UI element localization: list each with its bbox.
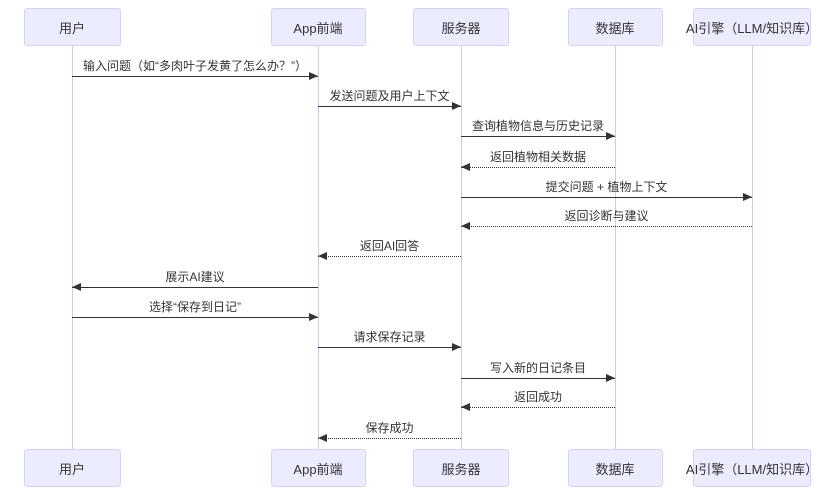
message-label: 发送问题及用户上下文 — [329, 89, 450, 103]
message-line-database-to-server — [461, 167, 615, 168]
actor-bottom-app-frontend: App前端 — [270, 449, 366, 487]
message-arrowhead-user — [72, 283, 81, 291]
message-label: 保存成功 — [365, 421, 414, 435]
message-label: 返回AI回答 — [359, 239, 420, 253]
actor-top-app-frontend: App前端 — [270, 8, 366, 46]
actor-bottom-ai-engine: AI引擎（LLM/知识库） — [686, 449, 818, 487]
actor-top-database: 数据库 — [567, 8, 663, 46]
message-arrowhead-server — [461, 163, 470, 171]
message-arrowhead-app-frontend — [318, 434, 327, 442]
message-line-server-to-ai-engine — [461, 197, 752, 198]
actor-label-ai-engine: AI引擎（LLM/知识库） — [685, 461, 819, 477]
actor-label-user: 用户 — [58, 20, 85, 36]
message-line-user-to-app-frontend — [72, 317, 318, 318]
message-arrowhead-server — [452, 343, 461, 351]
lifeline-database — [614, 46, 616, 449]
actor-bottom-database: 数据库 — [567, 449, 663, 487]
lifeline-user — [71, 46, 73, 449]
message-arrowhead-server — [461, 222, 470, 230]
actor-label-server: 服务器 — [441, 461, 481, 477]
message-arrowhead-app-frontend — [318, 252, 327, 260]
actor-top-server: 服务器 — [413, 8, 509, 46]
message-line-server-to-app-frontend — [318, 256, 461, 257]
message-arrowhead-database — [606, 132, 615, 140]
message-arrowhead-server — [452, 102, 461, 110]
actor-label-server: 服务器 — [441, 20, 481, 36]
lifeline-server — [460, 46, 462, 449]
message-line-app-frontend-to-user — [72, 287, 318, 288]
message-label: 写入新的日记条目 — [489, 361, 587, 375]
actor-label-database: 数据库 — [595, 20, 635, 36]
message-line-app-frontend-to-server — [318, 106, 461, 107]
message-label: 选择“保存到日记” — [149, 300, 241, 314]
message-line-database-to-server — [461, 407, 615, 408]
lifeline-ai-engine — [751, 46, 753, 449]
actor-bottom-user: 用户 — [23, 449, 121, 487]
actor-label-app-frontend: App前端 — [293, 20, 343, 36]
message-arrowhead-app-frontend — [309, 72, 318, 80]
actor-top-ai-engine: AI引擎（LLM/知识库） — [686, 8, 818, 46]
message-label: 输入问题（如“多肉叶子发黄了怎么办？”） — [83, 59, 307, 73]
message-line-app-frontend-to-server — [318, 347, 461, 348]
message-label: 查询植物信息与历史记录 — [471, 119, 605, 133]
message-label: 返回诊断与建议 — [564, 209, 649, 223]
message-line-server-to-app-frontend — [318, 438, 461, 439]
message-label: 返回成功 — [513, 390, 563, 404]
actor-label-ai-engine: AI引擎（LLM/知识库） — [685, 20, 819, 36]
message-line-server-to-database — [461, 136, 615, 137]
actor-label-app-frontend: App前端 — [293, 461, 343, 477]
actor-label-user: 用户 — [58, 461, 85, 477]
lifeline-app-frontend — [317, 46, 319, 449]
message-arrowhead-ai-engine — [743, 193, 752, 201]
actor-bottom-server: 服务器 — [413, 449, 509, 487]
message-arrowhead-database — [606, 374, 615, 382]
message-line-server-to-database — [461, 378, 615, 379]
message-label: 请求保存记录 — [353, 330, 426, 344]
message-arrowhead-server — [461, 403, 470, 411]
message-label: 提交问题 + 植物上下文 — [545, 180, 668, 194]
message-arrowhead-app-frontend — [309, 313, 318, 321]
actor-top-user: 用户 — [23, 8, 121, 46]
message-label: 展示AI建议 — [165, 270, 225, 284]
message-line-user-to-app-frontend — [72, 76, 318, 77]
actor-label-database: 数据库 — [595, 461, 635, 477]
message-label: 返回植物相关数据 — [489, 150, 587, 164]
message-line-ai-engine-to-server — [461, 226, 752, 227]
